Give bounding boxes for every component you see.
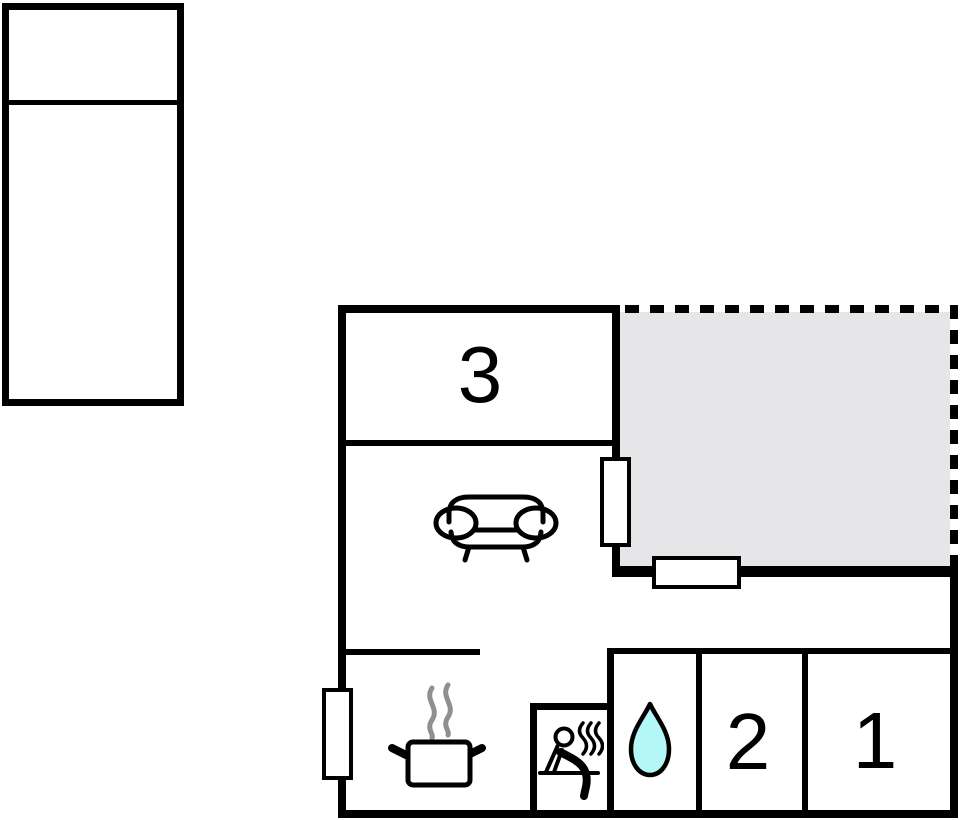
wall-left bbox=[338, 305, 346, 818]
sofa-icon bbox=[433, 494, 559, 563]
wall-room3-bottom bbox=[338, 440, 620, 446]
wall-bedrooms-top bbox=[607, 648, 958, 654]
wall-right bbox=[950, 566, 958, 818]
wall-kitchen bbox=[338, 649, 480, 655]
wall-bottom bbox=[338, 810, 958, 818]
room-1-label: 1 bbox=[852, 696, 898, 785]
wall-sauna-top bbox=[530, 703, 614, 710]
sauna-icon bbox=[538, 721, 604, 800]
room-2-label: 2 bbox=[725, 697, 771, 786]
room-3-label: 3 bbox=[457, 330, 503, 419]
terrace-dashed-border-top bbox=[625, 305, 958, 313]
wall-bathroom-left bbox=[607, 648, 614, 818]
window-kitchen bbox=[322, 688, 353, 780]
wall-top bbox=[338, 305, 620, 313]
cooking-pot-icon bbox=[388, 682, 486, 788]
single-bed-icon bbox=[2, 3, 184, 406]
wall-room1-left bbox=[802, 652, 808, 814]
terrace-dashed-border-right bbox=[950, 305, 958, 566]
wall-terrace-bottom bbox=[612, 566, 958, 577]
window-terrace-bottom bbox=[652, 556, 741, 589]
wall-sauna-left bbox=[530, 703, 537, 815]
water-drop-icon bbox=[628, 701, 672, 778]
terrace-area bbox=[620, 312, 950, 566]
window-terrace-door bbox=[600, 457, 631, 547]
wall-room2-left bbox=[696, 652, 702, 814]
bed-pillow-divider bbox=[9, 100, 177, 105]
